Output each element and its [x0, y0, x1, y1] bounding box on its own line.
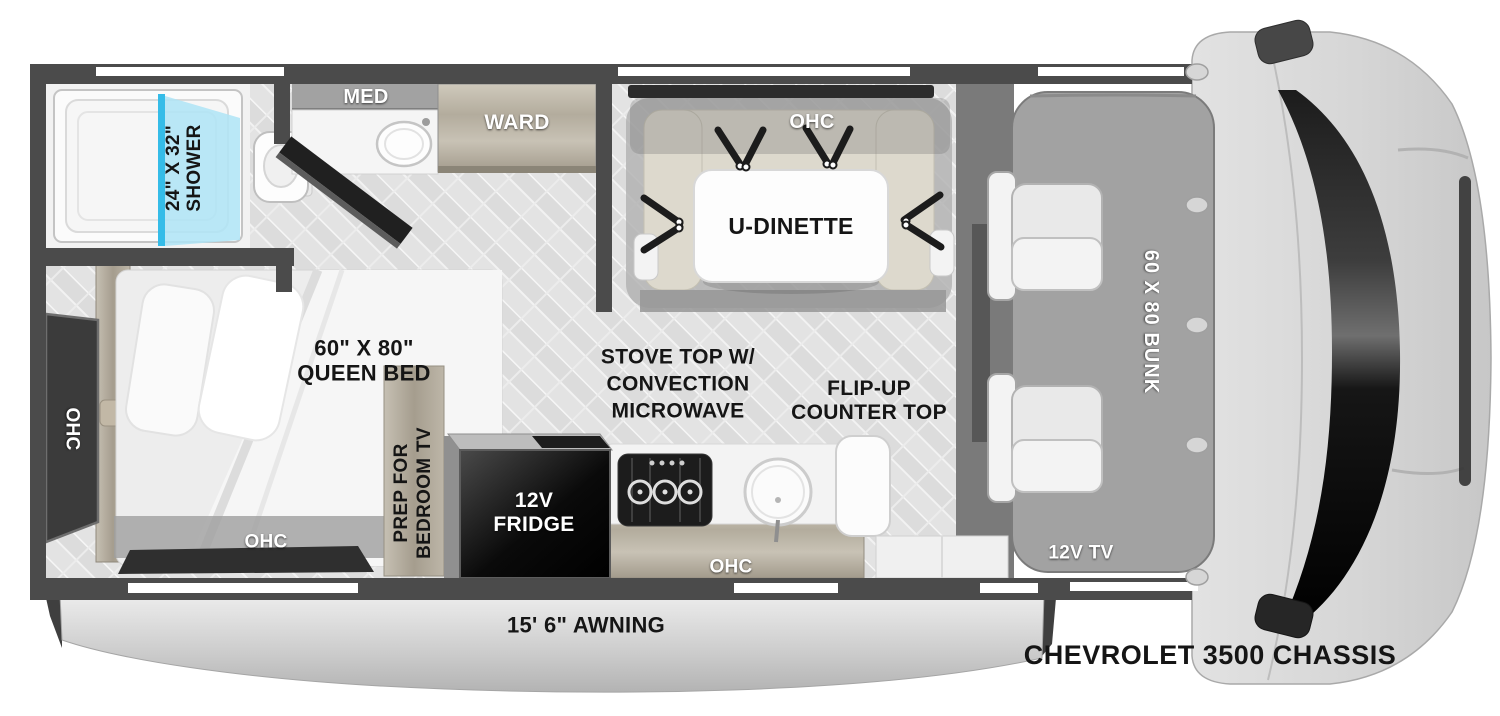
kitchen: [444, 433, 1009, 579]
stove-line2: CONVECTION: [606, 372, 750, 396]
bench-bolster: [929, 229, 955, 277]
bedroom: [44, 261, 503, 577]
pillows: [125, 274, 305, 442]
tv-prep-label: PREP FOR BEDROOM TV: [390, 427, 436, 559]
awning-label: 15' 6" AWNING: [506, 612, 666, 638]
stove-line3: MICROWAVE: [611, 399, 745, 423]
rivets: [1185, 63, 1209, 586]
queen-bed-label: 60" X 80" QUEEN BED: [297, 336, 431, 385]
window-sill: [118, 546, 374, 574]
cab-body: [1191, 19, 1492, 685]
shower-name-text: SHOWER: [184, 124, 205, 212]
wardrobe-label: WARD: [484, 111, 550, 135]
cab-interior: [972, 91, 1215, 573]
entry-door-frame: [972, 224, 990, 442]
mirror-bottom-icon: [1254, 593, 1314, 639]
tv-prep-cabinet: [383, 365, 445, 577]
kitchen-sink-icon: [743, 457, 813, 543]
shower-glass-edge: [158, 94, 165, 246]
windshield: [1278, 90, 1401, 624]
fridge-label: 12V FRIDGE: [493, 489, 574, 537]
med-cabinet-label: MED: [343, 85, 389, 108]
wardrobe-cabinet: [437, 83, 597, 173]
bed-size-text: 60" X 80": [314, 335, 414, 361]
stove-icon: [617, 453, 713, 527]
chassis-label: CHEVROLET 3500 CHASSIS: [1023, 639, 1397, 670]
dinette-ohc-shadow: [630, 98, 950, 154]
shower-glass: [165, 96, 240, 246]
shower-label: 24" X 32" SHOWER: [163, 124, 205, 211]
dinette-table: [693, 169, 889, 283]
tv-prep-line2: BEDROOM TV: [414, 427, 435, 559]
flip-up-label: FLIP-UP COUNTER TOP: [791, 377, 947, 425]
dinette-ohc-label: OHC: [789, 110, 835, 133]
kitchen-ohc-label: OHC: [709, 556, 753, 578]
mirror-top-icon: [1254, 19, 1314, 65]
walls: [30, 64, 1198, 600]
driver-seat: [987, 171, 1103, 301]
u-dinette-label: U-DINETTE: [728, 213, 854, 240]
shower: [53, 89, 243, 246]
seatbelt-dots: [674, 159, 911, 233]
fridge-line1: 12V: [514, 489, 554, 512]
fridge: [444, 433, 613, 579]
stove-label: STOVE TOP W/ CONVECTION MICROWAVE: [601, 344, 755, 425]
front-grille-seam: [1459, 176, 1471, 486]
cab-tv-label: 12V TV: [1048, 542, 1114, 564]
bunk-label: 60 X 80 BUNK: [1140, 249, 1163, 395]
windows: [96, 67, 1198, 593]
shower-size-text: 24" X 32": [163, 124, 184, 212]
flip-up-counter: [835, 435, 891, 537]
bench-base: [640, 290, 946, 312]
wardrobe-edge: [438, 166, 596, 173]
flip-line1: FLIP-UP: [827, 377, 911, 400]
tv-prep-line1: PREP FOR: [391, 443, 412, 543]
passenger-seat: [987, 373, 1103, 503]
bed-name-text: QUEEN BED: [297, 360, 431, 385]
stove-line1: STOVE TOP W/: [600, 345, 756, 369]
seatbelt-icons: [640, 124, 945, 254]
dinette: [626, 98, 955, 312]
bedroom-ohc-rear-label: OHC: [244, 531, 288, 553]
dinette-window: [628, 85, 934, 98]
fridge-line2: FRIDGE: [493, 513, 575, 536]
cab-over-bunk: [1011, 91, 1215, 573]
bathroom-door: [275, 136, 413, 249]
awning: [46, 593, 1056, 693]
bedroom-ohc-side-label: OHC: [61, 407, 83, 451]
flip-line2: COUNTER TOP: [791, 401, 947, 424]
